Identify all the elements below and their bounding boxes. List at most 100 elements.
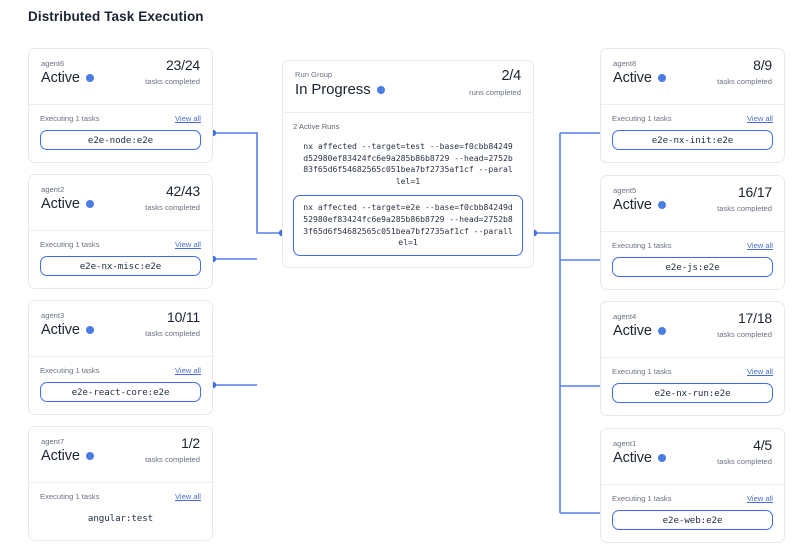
agent-card-agent1[interactable]: agent1 Active 4/5 tasks completed Execut…: [600, 428, 785, 543]
run-command[interactable]: nx affected --target=test --base=f0cbb84…: [303, 141, 513, 186]
view-all-link[interactable]: View all: [174, 114, 201, 123]
running-task-chip[interactable]: e2e-react-core:e2e: [40, 382, 201, 402]
agent-card-header: agent3 Active 10/11 tasks completed: [29, 301, 212, 357]
view-all-link[interactable]: View all: [174, 366, 201, 375]
agent-card-body: Executing 1 tasks View all e2e-nx-init:e…: [601, 105, 784, 162]
agent-task-count-sublabel: tasks completed: [717, 457, 772, 466]
run-group-header: Run Group In Progress 2/4 runs completed: [283, 61, 533, 113]
agent-name: agent2: [41, 185, 65, 194]
agent-status-label: Active: [613, 450, 652, 466]
agent-name: agent7: [41, 437, 65, 446]
status-dot-icon: [657, 74, 666, 82]
status-dot-icon: [657, 327, 666, 335]
agent-status: Active: [613, 450, 772, 466]
agent-status-label: Active: [613, 323, 652, 339]
running-task-chip[interactable]: e2e-node:e2e: [40, 130, 201, 150]
status-dot-icon: [85, 452, 94, 460]
agent-status-label: Active: [41, 196, 80, 212]
agent-status: Active: [41, 196, 200, 212]
agent-card-agent3[interactable]: agent3 Active 10/11 tasks completed Exec…: [28, 300, 213, 415]
agent-status: Active: [41, 448, 200, 464]
running-task-chip[interactable]: e2e-js:e2e: [612, 257, 773, 277]
agent-name: agent1: [613, 439, 637, 448]
agent-name: agent5: [613, 186, 637, 195]
agent-task-count-sublabel: tasks completed: [145, 203, 200, 212]
run-group-status: In Progress: [295, 81, 521, 98]
view-all-link[interactable]: View all: [174, 492, 201, 501]
agent-task-count-sublabel: tasks completed: [145, 77, 200, 86]
agent-name: agent8: [613, 59, 637, 68]
agent-card-agent2[interactable]: agent2 Active 42/43 tasks completed Exec…: [28, 174, 213, 289]
agent-status-label: Active: [41, 322, 80, 338]
agent-task-count: 23/24: [165, 57, 200, 73]
agent-status: Active: [613, 323, 772, 339]
view-all-link[interactable]: View all: [746, 494, 773, 503]
agent-card-header: agent8 Active 8/9 tasks completed: [601, 49, 784, 105]
running-task-chip[interactable]: e2e-nx-misc:e2e: [40, 256, 201, 276]
agent-task-count-sublabel: tasks completed: [717, 77, 772, 86]
run-group-status-label: In Progress: [295, 81, 371, 98]
executing-label: Executing 1 tasks: [612, 494, 672, 503]
agent-name: agent4: [613, 312, 637, 321]
executing-label: Executing 1 tasks: [612, 114, 672, 123]
agent-task-count: 10/11: [167, 309, 200, 325]
status-dot-icon: [85, 200, 94, 208]
run-group-count: 2/4: [501, 68, 521, 84]
executing-label: Executing 1 tasks: [40, 240, 100, 249]
executing-label: Executing 1 tasks: [40, 492, 100, 501]
agent-status-label: Active: [41, 448, 80, 464]
agent-status-label: Active: [613, 70, 652, 86]
agent-task-count: 16/17: [737, 184, 772, 200]
agent-card-header: agent6 Active 23/24 tasks completed: [29, 49, 212, 105]
agent-card-agent6[interactable]: agent6 Active 23/24 tasks completed Exec…: [28, 48, 213, 163]
agent-task-count: 42/43: [165, 183, 200, 199]
running-task-chip[interactable]: e2e-nx-init:e2e: [612, 130, 773, 150]
agent-card-header: agent5 Active 16/17 tasks completed: [601, 176, 784, 232]
agent-task-count-sublabel: tasks completed: [717, 330, 772, 339]
executing-label: Executing 1 tasks: [40, 366, 100, 375]
running-task-chip[interactable]: angular:test: [87, 512, 154, 524]
agent-card-header: agent1 Active 4/5 tasks completed: [601, 429, 784, 485]
run-group-body: 2 Active Runs nx affected --target=test …: [283, 113, 533, 267]
executing-label: Executing 1 tasks: [612, 241, 672, 250]
agent-card-agent5[interactable]: agent5 Active 16/17 tasks completed Exec…: [600, 175, 785, 290]
status-dot-icon: [376, 85, 385, 94]
running-task-chip[interactable]: e2e-nx-run:e2e: [612, 383, 773, 403]
run-group-label: Run Group: [295, 70, 333, 79]
view-all-link[interactable]: View all: [746, 241, 773, 250]
run-group-card[interactable]: Run Group In Progress 2/4 runs completed…: [282, 60, 534, 268]
view-all-link[interactable]: View all: [746, 114, 773, 123]
agent-task-count: 1/2: [181, 435, 200, 451]
agent-card-body: Executing 1 tasks View all e2e-react-cor…: [29, 357, 212, 414]
agent-task-count-sublabel: tasks completed: [145, 329, 200, 338]
agent-status: Active: [41, 70, 200, 86]
active-runs-label: 2 Active Runs: [293, 122, 340, 131]
agent-task-count-sublabel: tasks completed: [717, 204, 772, 213]
executing-label: Executing 1 tasks: [40, 114, 100, 123]
agent-card-body: Executing 1 tasks View all e2e-node:e2e: [29, 105, 212, 162]
agent-card-agent4[interactable]: agent4 Active 17/18 tasks completed Exec…: [600, 301, 785, 416]
page-title: Distributed Task Execution: [28, 9, 204, 24]
view-all-link[interactable]: View all: [746, 367, 773, 376]
status-dot-icon: [85, 326, 94, 334]
agent-task-count: 8/9: [753, 57, 772, 73]
view-all-link[interactable]: View all: [174, 240, 201, 249]
agent-status-label: Active: [613, 197, 652, 213]
agent-card-body: Executing 1 tasks View all e2e-nx-misc:e…: [29, 231, 212, 288]
agent-card-header: agent7 Active 1/2 tasks completed: [29, 427, 212, 483]
status-dot-icon: [657, 454, 666, 462]
executing-label: Executing 1 tasks: [612, 367, 672, 376]
run-command-selected[interactable]: nx affected --target=e2e --base=f0cbb842…: [293, 195, 523, 256]
agent-card-body: Executing 1 tasks View all e2e-nx-run:e2…: [601, 358, 784, 415]
agent-task-count-sublabel: tasks completed: [145, 455, 200, 464]
run-group-count-sublabel: runs completed: [469, 88, 521, 97]
agent-card-agent8[interactable]: agent8 Active 8/9 tasks completed Execut…: [600, 48, 785, 163]
agent-status: Active: [613, 197, 772, 213]
agent-task-count: 17/18: [737, 310, 772, 326]
agent-task-count: 4/5: [753, 437, 772, 453]
running-task-chip[interactable]: e2e-web:e2e: [612, 510, 773, 530]
agent-status-label: Active: [41, 70, 80, 86]
agent-card-body: Executing 1 tasks View all e2e-web:e2e: [601, 485, 784, 542]
agent-card-agent7[interactable]: agent7 Active 1/2 tasks completed Execut…: [28, 426, 213, 541]
